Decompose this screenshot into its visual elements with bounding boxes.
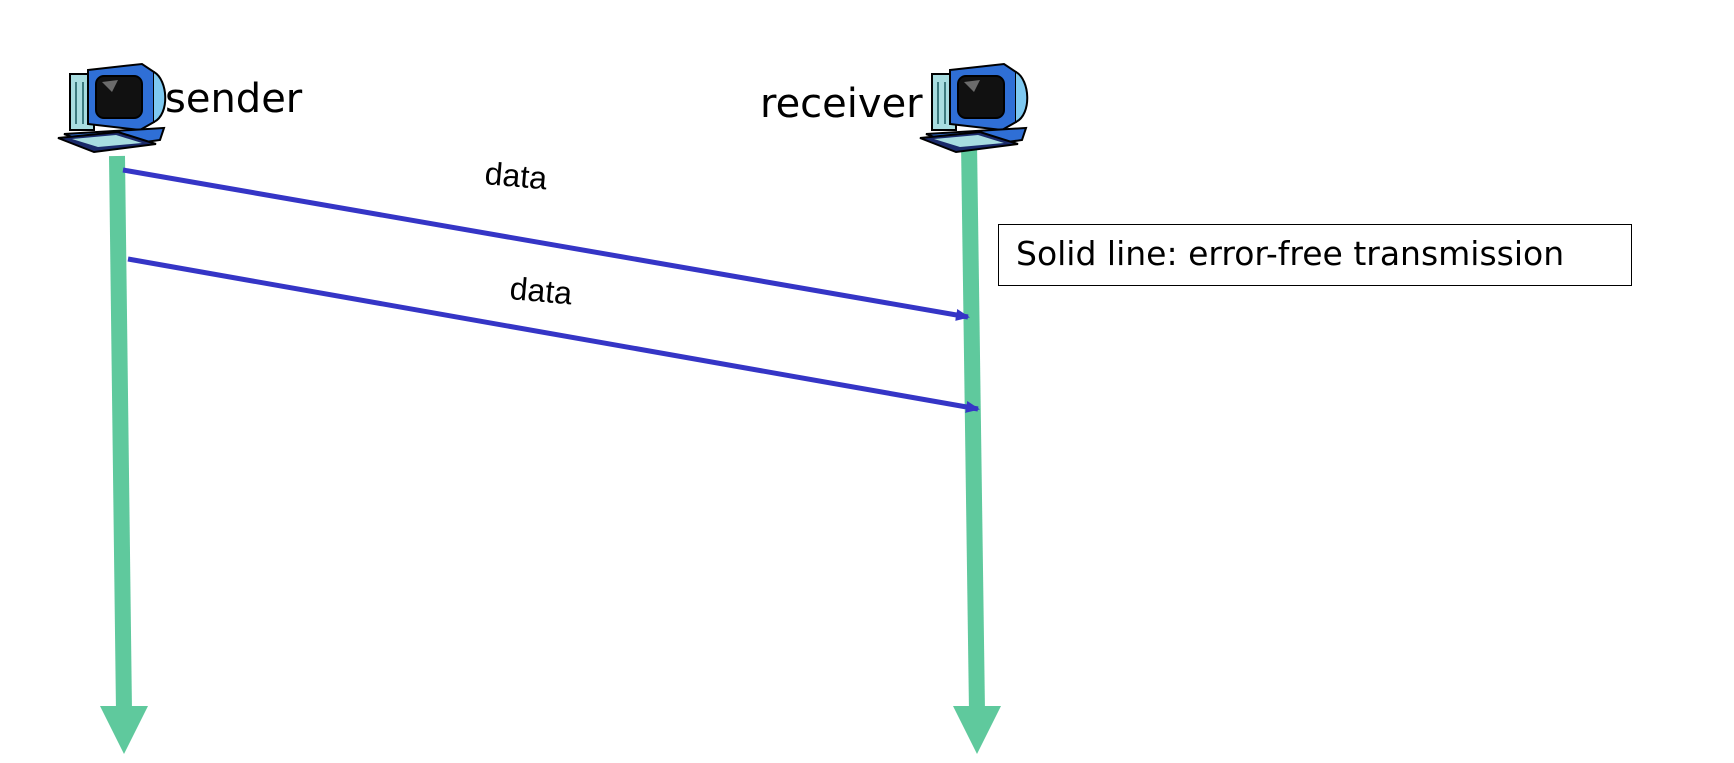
message-label-2: data — [508, 270, 573, 311]
legend-text: Solid line: error-free transmission — [1016, 234, 1565, 273]
computer-icon — [57, 62, 167, 154]
sender-timeline-arrowhead — [100, 706, 148, 754]
sender-label: sender — [165, 76, 303, 122]
message-arrow-1 — [122, 167, 970, 321]
receiver-timeline — [953, 141, 1001, 754]
sender-timeline — [100, 155, 148, 754]
message-label-1: data — [483, 155, 548, 196]
legend-box: Solid line: error-free transmission — [998, 224, 1632, 286]
receiver-label: receiver — [760, 81, 923, 127]
computer-icon — [919, 62, 1029, 154]
receiver-timeline-arrowhead — [953, 706, 1001, 754]
message-arrow-2 — [127, 256, 980, 413]
